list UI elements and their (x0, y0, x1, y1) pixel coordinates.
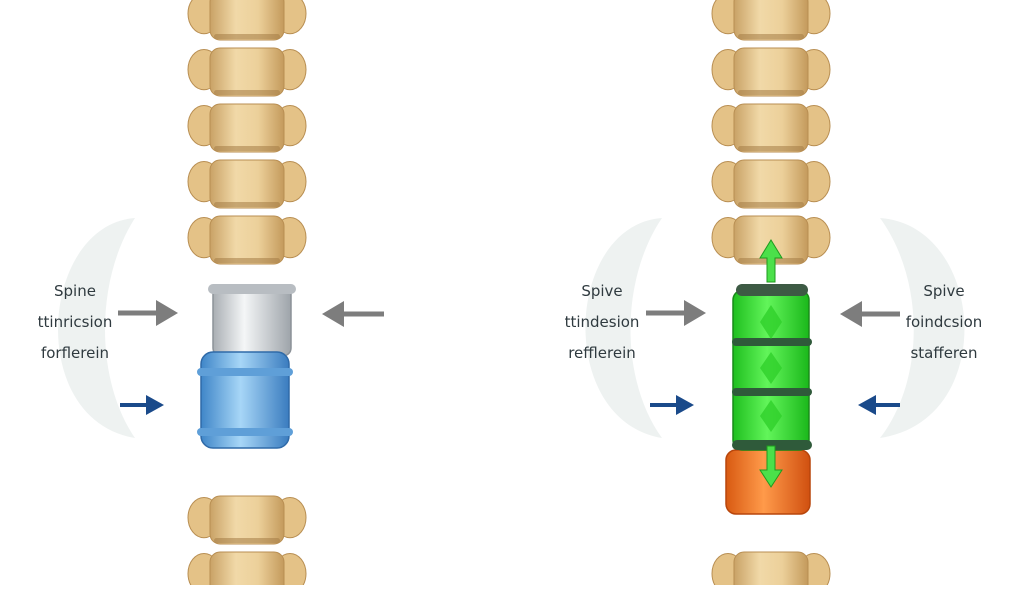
left-blue-arrow (120, 395, 164, 415)
right-blue-arrow-left (650, 395, 694, 415)
right-green-disc-stack (732, 284, 812, 451)
green-arrow-up (759, 239, 783, 283)
right-outer-panel-label: Spive foindcsion stafferen (879, 276, 1009, 369)
left-label-line-1: Spine (54, 282, 96, 300)
right-inner-label-line-1: Spive (581, 282, 623, 300)
left-panel-backdrop (58, 218, 135, 438)
left-gray-arrow-in-right (322, 301, 384, 327)
vertebra (187, 47, 307, 97)
vertebra (187, 495, 307, 545)
right-outer-label-line-1: Spive (923, 282, 965, 300)
right-panel-outer-backdrop (880, 218, 965, 438)
right-gray-arrow-in-left (646, 300, 706, 326)
vertebra (711, 215, 831, 265)
vertebra (711, 103, 831, 153)
vertebra (187, 551, 307, 589)
left-blue-disc (197, 351, 293, 449)
right-gray-arrow-in-right (840, 301, 900, 327)
vertebra (187, 103, 307, 153)
vertebra (187, 0, 307, 41)
vertebra (711, 551, 831, 589)
vertebra (187, 215, 307, 265)
right-inner-panel-label: Spive ttindesion refflerein (537, 276, 667, 369)
vertebra (187, 159, 307, 209)
right-spine-column (711, 0, 831, 589)
left-label-line-2: ttinricsion (37, 313, 113, 331)
left-gray-disc (208, 284, 296, 357)
left-panel-label: Spine ttinricsion forflerein (10, 276, 140, 369)
vertebra (711, 159, 831, 209)
left-spine-column (187, 0, 307, 589)
right-blue-arrow-right (858, 395, 900, 415)
vertebra (711, 47, 831, 97)
green-arrow-down (759, 445, 783, 488)
right-inner-label-line-3: refflerein (568, 344, 636, 362)
right-outer-label-line-3: stafferen (910, 344, 978, 362)
right-inner-label-line-2: ttindesion (564, 313, 640, 331)
left-label-line-3: forflerein (40, 344, 110, 362)
left-gray-arrow-in-left (118, 300, 178, 326)
right-panel-inner-backdrop (585, 218, 662, 438)
vertebra (711, 0, 831, 41)
right-outer-label-line-2: foindcsion (905, 313, 983, 331)
